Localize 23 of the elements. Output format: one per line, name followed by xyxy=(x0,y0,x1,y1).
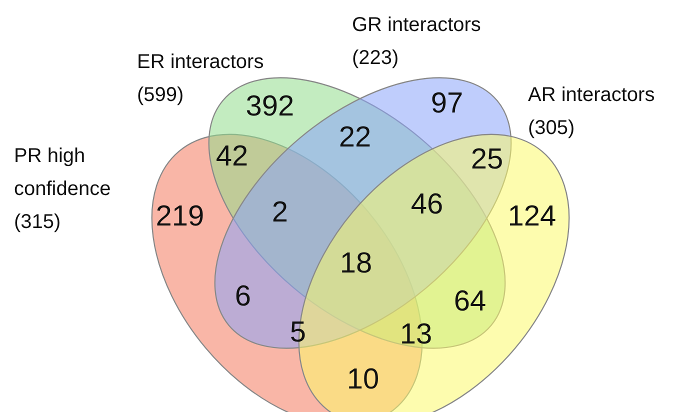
region-count: 392 xyxy=(246,92,294,122)
set-size: (305) xyxy=(528,116,575,141)
region-count: 219 xyxy=(156,202,204,232)
region-count: 124 xyxy=(508,202,556,232)
set-name: AR interactors xyxy=(528,83,655,108)
region-count: 64 xyxy=(454,288,486,316)
region-count: 2 xyxy=(272,198,288,228)
set-size: (223) xyxy=(352,46,399,71)
set-size: (315) xyxy=(14,210,61,235)
region-count: 13 xyxy=(400,320,432,350)
region-count: 18 xyxy=(340,250,372,278)
set-size: (599) xyxy=(137,83,184,108)
region-count: 42 xyxy=(216,142,248,172)
region-count: 46 xyxy=(410,190,444,220)
region-count: 25 xyxy=(470,146,504,174)
set-name: GR interactors xyxy=(352,13,481,38)
region-count: 22 xyxy=(338,124,372,152)
set-name: PR high confidence xyxy=(14,144,112,202)
region-count: 5 xyxy=(290,318,306,348)
region-count: 10 xyxy=(346,366,380,394)
set-name: ER interactors xyxy=(137,50,264,75)
region-count: 6 xyxy=(234,282,252,312)
region-count: 97 xyxy=(430,90,464,118)
